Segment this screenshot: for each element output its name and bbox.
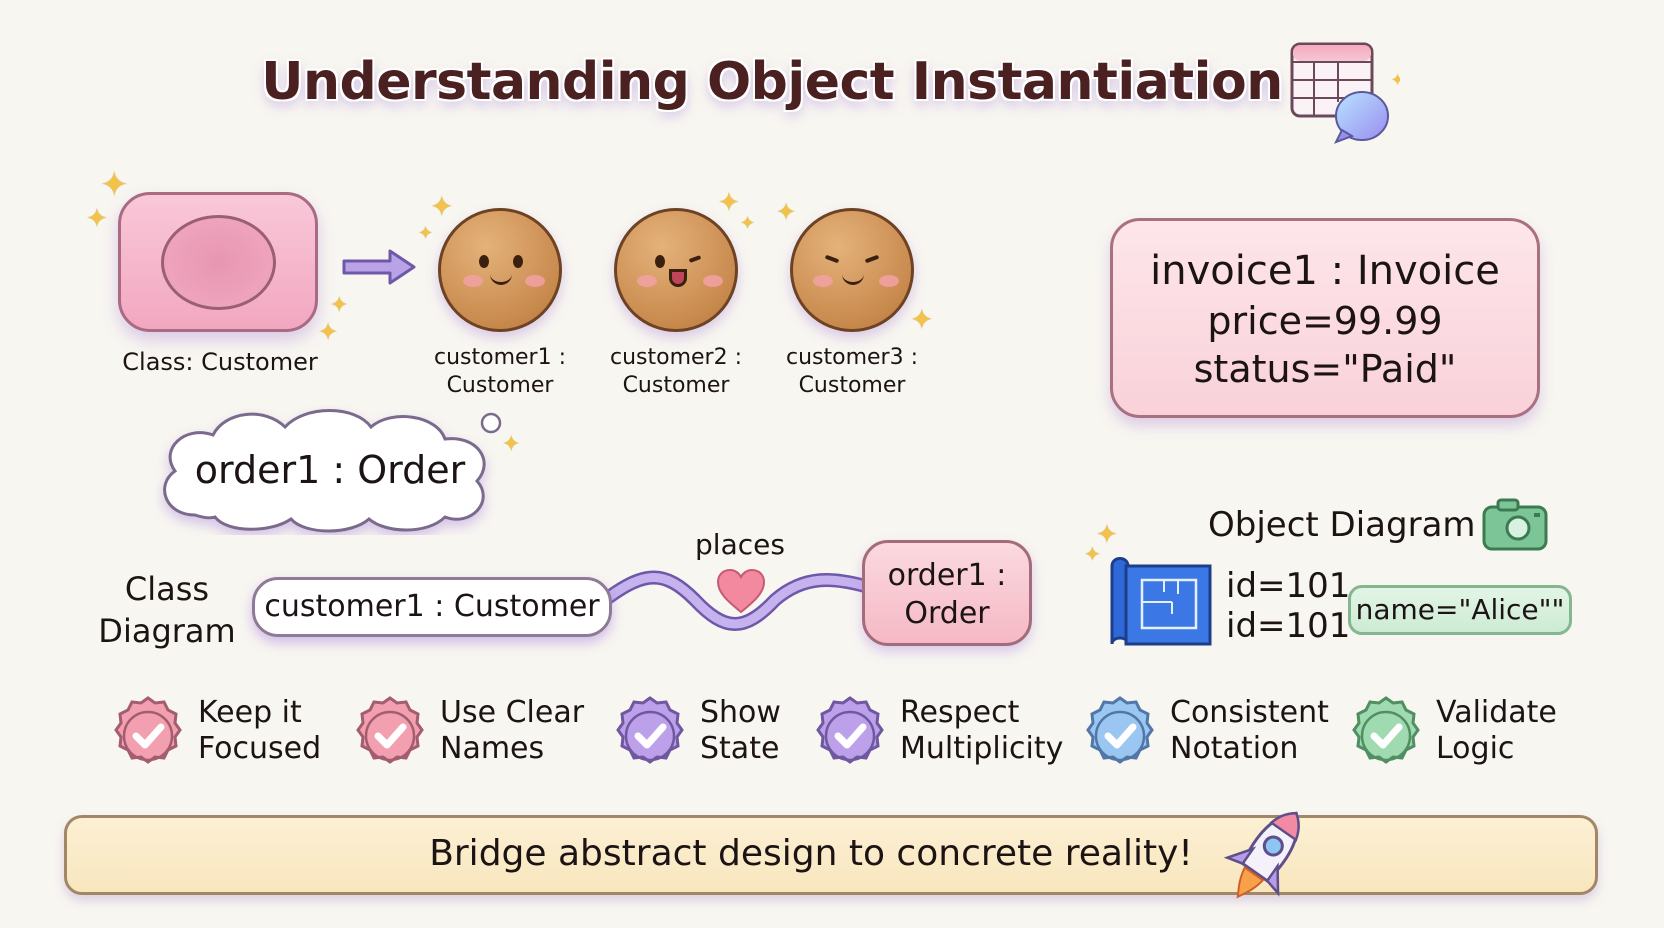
thought-cloud-shape — [163, 409, 502, 533]
footer-banner — [64, 815, 1598, 895]
camera-icon — [1482, 498, 1548, 551]
check-badge-icon — [816, 696, 884, 764]
check-badge-icon — [114, 696, 182, 764]
sparkle-icon: ✦ — [776, 198, 797, 226]
object-diagram-title: Object Diagram — [1208, 505, 1476, 545]
sparkle-icon: ✦ — [1084, 542, 1101, 566]
customer3-label: customer3 : Customer — [786, 345, 918, 398]
invoice-price: price=99.99 — [1207, 299, 1443, 343]
sparkle-icon: ✦ — [318, 318, 339, 346]
page-title: Understanding Object Instantiation — [261, 52, 1283, 112]
check-badge-icon — [1086, 696, 1154, 764]
check-badge-icon — [616, 696, 684, 764]
sparkle-icon: ✦ — [1096, 520, 1118, 550]
footer-banner-text: Bridge abstract design to concrete reali… — [429, 833, 1193, 874]
invoice-object-box: invoice1 : Invoice price=99.99 status="P… — [1110, 218, 1540, 418]
class-customer-label: Class: Customer — [122, 348, 318, 376]
blueprint-icon — [1110, 557, 1212, 646]
sparkle-icon: ✦ — [430, 190, 454, 223]
order1-object-box: order1 : Order — [862, 540, 1032, 646]
customer1-object-pill: customer1 : Customer — [252, 577, 612, 637]
sparkle-icon: ✦ — [86, 204, 108, 234]
class-customer-box — [118, 192, 318, 332]
class-diagram-label: Class Diagram — [98, 570, 236, 650]
customer3-object-icon — [790, 208, 914, 332]
sparkle-icon: ✦ — [418, 223, 434, 244]
name-attribute-pill: name="Alice"" — [1348, 585, 1572, 635]
table-chat-icon: ✦ — [1290, 42, 1400, 144]
svg-text:✦: ✦ — [1390, 70, 1400, 91]
association-label: places — [695, 528, 785, 561]
sparkle-icon: ✦ — [502, 432, 521, 457]
cloud-order-label: order1 : Order — [194, 448, 466, 492]
instantiation-arrow-icon — [342, 249, 416, 285]
sparkle-icon: ✦ — [100, 165, 129, 205]
class-box-cavity — [161, 215, 276, 310]
check-badge-icon — [356, 696, 424, 764]
object-id-values: id=101 id=101 — [1226, 566, 1351, 646]
customer2-label: customer2 : Customer — [610, 345, 742, 398]
sparkle-icon: ✦ — [910, 303, 934, 336]
sparkle-icon: ✦ — [718, 188, 740, 218]
customer1-object-icon — [438, 208, 562, 332]
heart-icon — [716, 568, 766, 614]
invoice-status: status="Paid" — [1193, 347, 1457, 391]
customer2-object-icon — [614, 208, 738, 332]
sparkle-icon: ✦ — [330, 293, 349, 318]
invoice-title: invoice1 : Invoice — [1150, 248, 1500, 294]
customer1-label: customer1 : Customer — [434, 345, 566, 398]
check-badge-icon — [1352, 696, 1420, 764]
rocket-icon — [1223, 811, 1300, 899]
sparkle-icon: ✦ — [740, 213, 756, 234]
association-connector — [605, 570, 865, 631]
